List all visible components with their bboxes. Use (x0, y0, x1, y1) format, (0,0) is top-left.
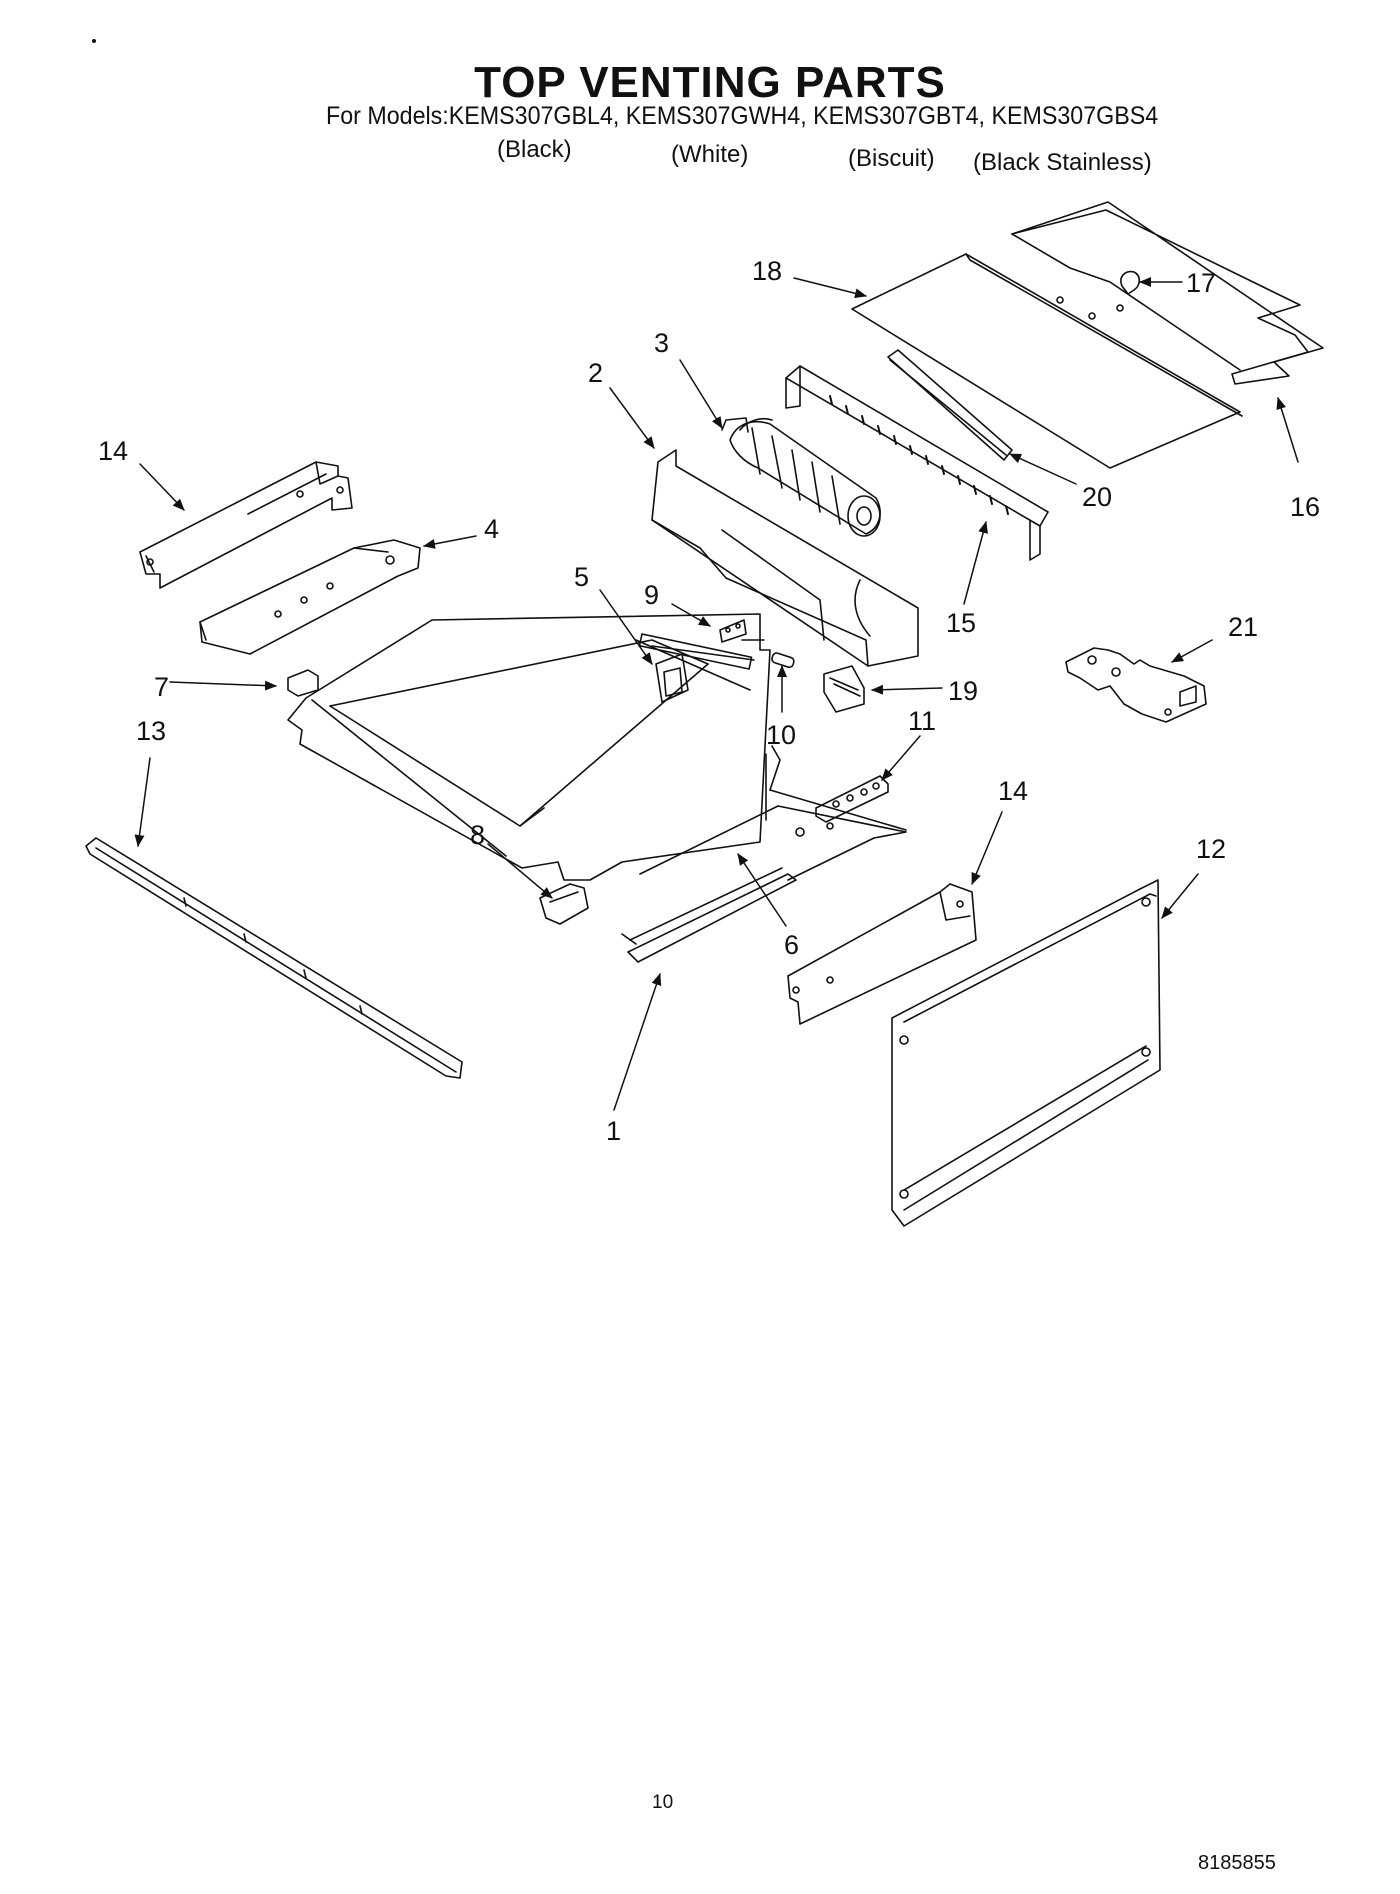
part-5-switch (655, 653, 689, 703)
color-label-black-stainless: (Black Stainless) (973, 149, 1152, 176)
callout-14-right: 14 (998, 776, 1028, 806)
callout-11: 11 (908, 706, 936, 736)
leader-13 (134, 757, 151, 847)
color-label-white: (White) (671, 141, 749, 168)
leader-5 (599, 589, 653, 665)
models-line: For Models:KEMS307GBL4, KEMS307GWH4, KEM… (326, 102, 1159, 130)
leader-1 (613, 973, 662, 1111)
leader-lines (134, 277, 1299, 1111)
part-20-gasket-strip (887, 349, 1013, 461)
part-6-base-shelf (639, 745, 907, 881)
callout-14-left: 14 (98, 436, 128, 466)
callout-10: 10 (766, 720, 796, 750)
stray-dot (92, 39, 96, 43)
leader-11 (881, 735, 921, 781)
part-9-terminal-block (719, 619, 747, 643)
leader-6 (737, 853, 787, 927)
callout-20: 20 (1082, 482, 1112, 512)
leader-15 (963, 521, 988, 605)
callout-5: 5 (574, 562, 589, 592)
document-number: 8185855 (1198, 1852, 1276, 1874)
part-12-side-panel (891, 879, 1161, 1227)
leader-14-right (971, 811, 1003, 885)
leader-12 (1161, 873, 1199, 919)
leader-4 (423, 535, 477, 549)
leader-2 (609, 387, 655, 449)
leader-7 (169, 680, 277, 691)
callout-3: 3 (654, 328, 669, 358)
color-label-black: (Black) (497, 136, 572, 163)
leader-14-left (139, 463, 185, 511)
part-18-cover-plate (851, 253, 1243, 469)
part-16-top-panel (1011, 201, 1324, 385)
callout-6: 6 (784, 930, 799, 960)
callout-8: 8 (470, 820, 485, 850)
part-4-base-plate (199, 539, 421, 655)
callout-9: 9 (644, 580, 659, 610)
part-17-clip (1120, 270, 1141, 295)
callout-1: 1 (606, 1116, 621, 1146)
callout-17: 17 (1186, 268, 1216, 298)
part-3-blower-motor (721, 417, 881, 537)
callout-18: 18 (752, 256, 782, 286)
part-8-connector (539, 883, 589, 925)
leader-3 (679, 359, 723, 429)
leader-16 (1276, 397, 1299, 463)
part-14-left-side-bracket (139, 461, 353, 589)
callout-13: 13 (136, 716, 166, 746)
color-label-biscuit: (Biscuit) (848, 145, 935, 172)
leader-19 (871, 684, 943, 695)
leader-9 (671, 603, 711, 627)
leader-20 (1009, 453, 1077, 485)
leader-21 (1171, 639, 1213, 663)
callout-21: 21 (1228, 612, 1258, 642)
part-13-front-trim (85, 837, 463, 1079)
part-7-small-block (287, 669, 319, 697)
callout-2: 2 (588, 358, 603, 388)
page-number: 10 (652, 1792, 674, 1813)
callout-16: 16 (1290, 492, 1320, 522)
leader-8 (487, 843, 553, 899)
leader-18 (793, 277, 867, 299)
callout-19: 19 (948, 676, 978, 706)
part-21-control-bracket (1065, 647, 1207, 723)
part-10-fuse (771, 652, 795, 669)
part-1-front-rail (621, 867, 797, 963)
page-title: TOP VENTING PARTS (474, 58, 946, 107)
callout-15: 15 (946, 608, 976, 638)
part-19-transformer (823, 665, 865, 713)
part-11-terminal-strip (815, 775, 889, 823)
main-vent-frame (287, 613, 771, 881)
callout-7: 7 (154, 672, 169, 702)
part-14-right-side-bracket (787, 883, 977, 1025)
part-2-blower-housing (651, 449, 919, 667)
part-15-rear-bracket (785, 365, 1049, 561)
callout-12: 12 (1196, 834, 1226, 864)
callout-4: 4 (484, 514, 499, 544)
